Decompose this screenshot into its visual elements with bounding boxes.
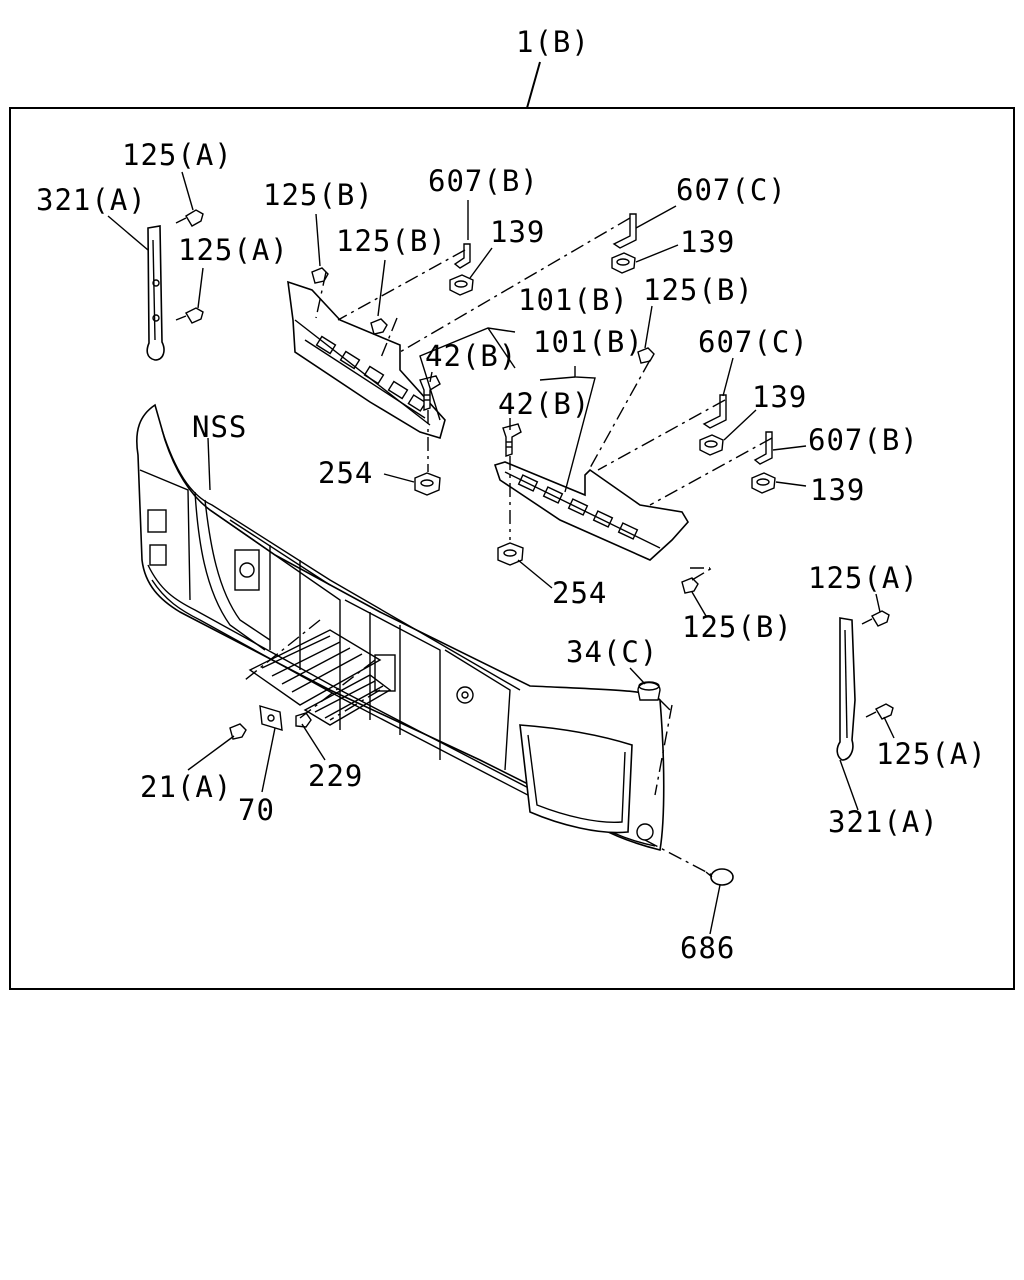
label-125a-4: 125(A) [876, 737, 987, 771]
label-607b-1: 607(B) [428, 164, 539, 198]
label-1b: 1(B) [516, 25, 590, 59]
label-42b-2: 42(B) [498, 387, 590, 421]
label-42b-1: 42(B) [425, 339, 517, 373]
label-229: 229 [308, 759, 363, 793]
bumper-assembly [136, 403, 665, 851]
label-34c: 34(C) [566, 635, 658, 669]
label-125b-4: 125(B) [682, 610, 793, 644]
bolt-125a-right-lower [865, 703, 894, 720]
label-101b-2: 101(B) [533, 325, 644, 359]
label-125a-1: 125(A) [122, 138, 233, 172]
label-101b-1: 101(B) [518, 283, 629, 317]
diagram-frame [9, 107, 1015, 990]
clip-607b-upper [453, 243, 471, 269]
nut-229 [295, 712, 312, 728]
cap-686 [705, 868, 734, 886]
label-607c-2: 607(C) [698, 325, 809, 359]
plate-70 [259, 705, 283, 731]
label-21a: 21(A) [140, 770, 232, 804]
clip-607c-lower [702, 394, 727, 429]
leader-lines [107, 171, 895, 935]
bolt-42b-left [419, 375, 441, 411]
assembly-lines [244, 217, 773, 876]
label-125a-3: 125(A) [808, 561, 919, 595]
grommet-34c [637, 681, 661, 701]
bolt-42b-right [502, 423, 522, 457]
clip-607c-upper [612, 213, 637, 249]
callout-labels: 1(B) 125(A) 321(A) 125(A) 125(B) 607(B) … [36, 25, 987, 965]
bolt-125a-left-lower [175, 307, 204, 324]
label-nss: NSS [192, 410, 247, 444]
nut-254-upper [414, 472, 441, 496]
nut-139-d [751, 472, 776, 494]
label-607c-1: 607(C) [676, 173, 787, 207]
nut-139-c [699, 434, 724, 456]
assembly-leader [526, 61, 541, 109]
nut-139-a [449, 274, 474, 296]
bracket-321a-left [146, 225, 165, 361]
label-125b-1: 125(B) [263, 178, 374, 212]
bolt-125b-upper-right [637, 347, 655, 364]
label-125a-2: 125(A) [178, 233, 289, 267]
label-139-3: 139 [752, 380, 807, 414]
bolt-125b-step-left-b [370, 318, 388, 335]
label-607b-2: 607(B) [808, 423, 919, 457]
label-254-2: 254 [552, 576, 607, 610]
label-686: 686 [680, 931, 735, 965]
label-321a-right: 321(A) [828, 805, 939, 839]
step-101b-left [287, 280, 446, 440]
bracket-321a-right [836, 617, 856, 761]
bolt-125a-right-upper [861, 610, 890, 627]
label-321a-left: 321(A) [36, 183, 147, 217]
label-139-4: 139 [810, 473, 865, 507]
clip-607b-lower [753, 431, 773, 465]
label-125b-3: 125(B) [643, 273, 754, 307]
nut-254-lower [497, 542, 524, 566]
label-139-1: 139 [490, 215, 545, 249]
label-254-1: 254 [318, 456, 373, 490]
label-125b-2: 125(B) [336, 224, 447, 258]
label-139-2: 139 [680, 225, 735, 259]
nut-139-b [611, 252, 636, 274]
bolt-125a-left-upper [175, 209, 204, 227]
bolt-125b-lower [681, 577, 699, 594]
label-70: 70 [238, 793, 275, 827]
step-101b-right [493, 461, 689, 561]
